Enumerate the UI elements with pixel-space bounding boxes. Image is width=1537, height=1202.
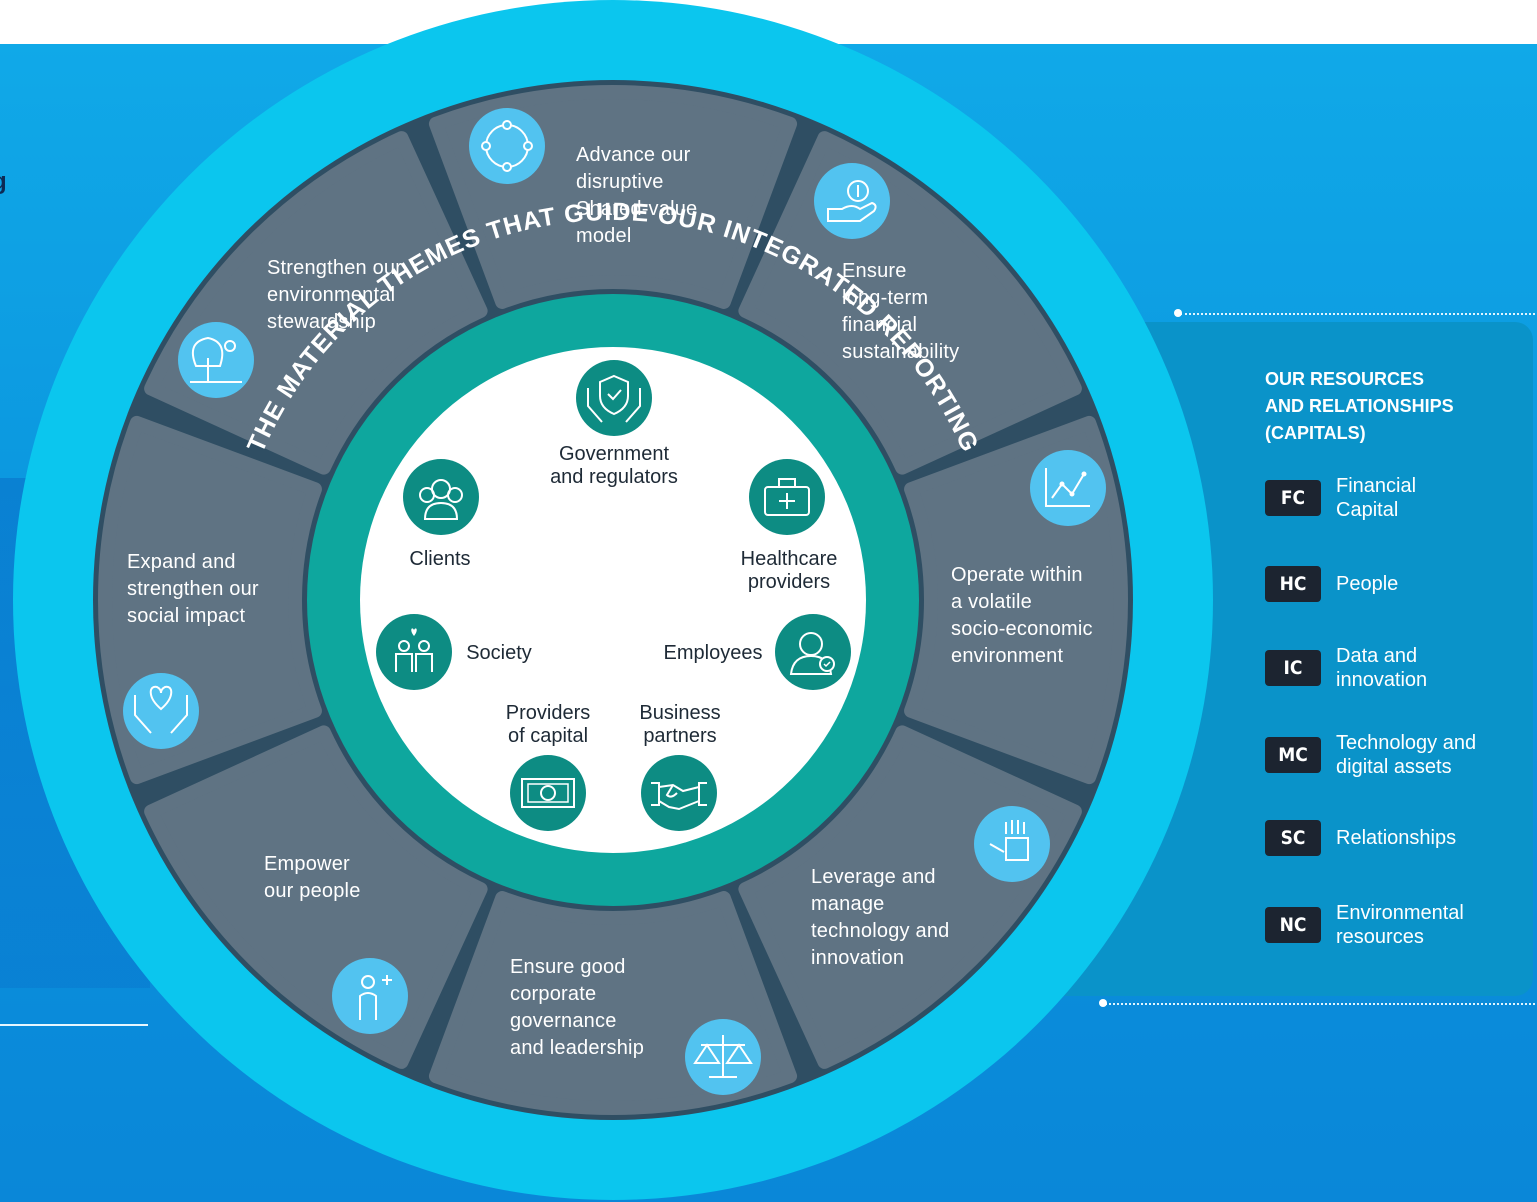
stakeholder-label-government: Government and regulators bbox=[550, 443, 678, 488]
theme-label-shared-value: Advance our disruptive Shared-value mode… bbox=[576, 144, 698, 247]
theme-label-governance: Ensure good corporate governance and lea… bbox=[510, 956, 645, 1059]
tree-sun-icon bbox=[178, 322, 254, 398]
capital-row-mc: MC Technology and digital assets bbox=[1265, 729, 1530, 781]
bottom-dotted-connector bbox=[1105, 1003, 1535, 1005]
theme-label-environment: Strengthen our environmental stewardship bbox=[267, 257, 403, 333]
capitals-heading: OUR RESOURCES AND RELATIONSHIPS (CAPITAL… bbox=[1265, 369, 1454, 443]
theme-label-technology: Leverage and manage technology and innov… bbox=[811, 866, 950, 969]
robot-hand-icon bbox=[974, 806, 1050, 882]
capital-label: Environmental resources bbox=[1336, 902, 1464, 948]
shield-hands-icon bbox=[576, 360, 652, 436]
stakeholder-label-clients: Clients bbox=[409, 548, 471, 570]
capital-code-badge: MC bbox=[1265, 737, 1321, 773]
theme-label-people: Empower our people bbox=[264, 853, 361, 902]
hand-money-icon bbox=[814, 163, 890, 239]
stakeholder-label-society: Society bbox=[466, 642, 532, 664]
capital-label: Relationships bbox=[1336, 827, 1457, 849]
stakeholder-label-business-partners: Business partners bbox=[639, 702, 721, 747]
stakeholder-white-center bbox=[360, 347, 866, 853]
group-icon bbox=[403, 459, 479, 535]
line-chart-icon bbox=[1030, 450, 1106, 526]
capital-code-badge: FC bbox=[1265, 480, 1321, 516]
capital-row-nc: NC Environmental resources bbox=[1265, 899, 1530, 951]
capital-label: Data and innovation bbox=[1336, 645, 1428, 691]
handshake-icon bbox=[641, 755, 717, 831]
capital-label: Technology and digital assets bbox=[1336, 732, 1477, 778]
capital-row-ic: IC Data and innovation bbox=[1265, 642, 1530, 694]
capital-row-fc: FC Financial Capital bbox=[1265, 472, 1530, 524]
stakeholder-label-employees: Employees bbox=[663, 642, 763, 664]
bottom-connector-dot bbox=[1099, 999, 1107, 1007]
theme-label-financial-sustainability: Ensure long-term financial sustainabilit… bbox=[842, 260, 960, 363]
theme-label-social-impact: Expand and strengthen our social impact bbox=[127, 551, 259, 627]
medical-kit-icon bbox=[749, 459, 825, 535]
capital-row-sc: SC Relationships bbox=[1265, 812, 1530, 864]
family-icon bbox=[376, 614, 452, 690]
capital-code-badge: HC bbox=[1265, 566, 1321, 602]
stakeholder-label-providers-of-capital: Providers of capital bbox=[505, 702, 591, 747]
capital-code-badge: SC bbox=[1265, 820, 1321, 856]
capital-label: People bbox=[1336, 573, 1399, 595]
capital-label: Financial Capital bbox=[1336, 475, 1417, 521]
stakeholder-label-healthcare: Healthcare providers bbox=[740, 548, 838, 593]
heart-hands-icon bbox=[123, 673, 199, 749]
banknote-icon bbox=[510, 755, 586, 831]
capital-code-badge: NC bbox=[1265, 907, 1321, 943]
top-connector-dot bbox=[1174, 309, 1182, 317]
scales-icon bbox=[685, 1019, 761, 1095]
left-divider-line bbox=[0, 1024, 148, 1026]
person-add-icon bbox=[332, 958, 408, 1034]
capital-row-hc: HC People bbox=[1265, 558, 1530, 610]
circle-network-icon bbox=[469, 108, 545, 184]
top-dotted-connector bbox=[1180, 313, 1535, 315]
capital-code-badge: IC bbox=[1265, 650, 1321, 686]
employee-check-icon bbox=[775, 614, 851, 690]
theme-label-socio-economic: Operate within a volatile socio-economic… bbox=[951, 564, 1093, 667]
cropped-heading-letter: g bbox=[0, 168, 7, 196]
